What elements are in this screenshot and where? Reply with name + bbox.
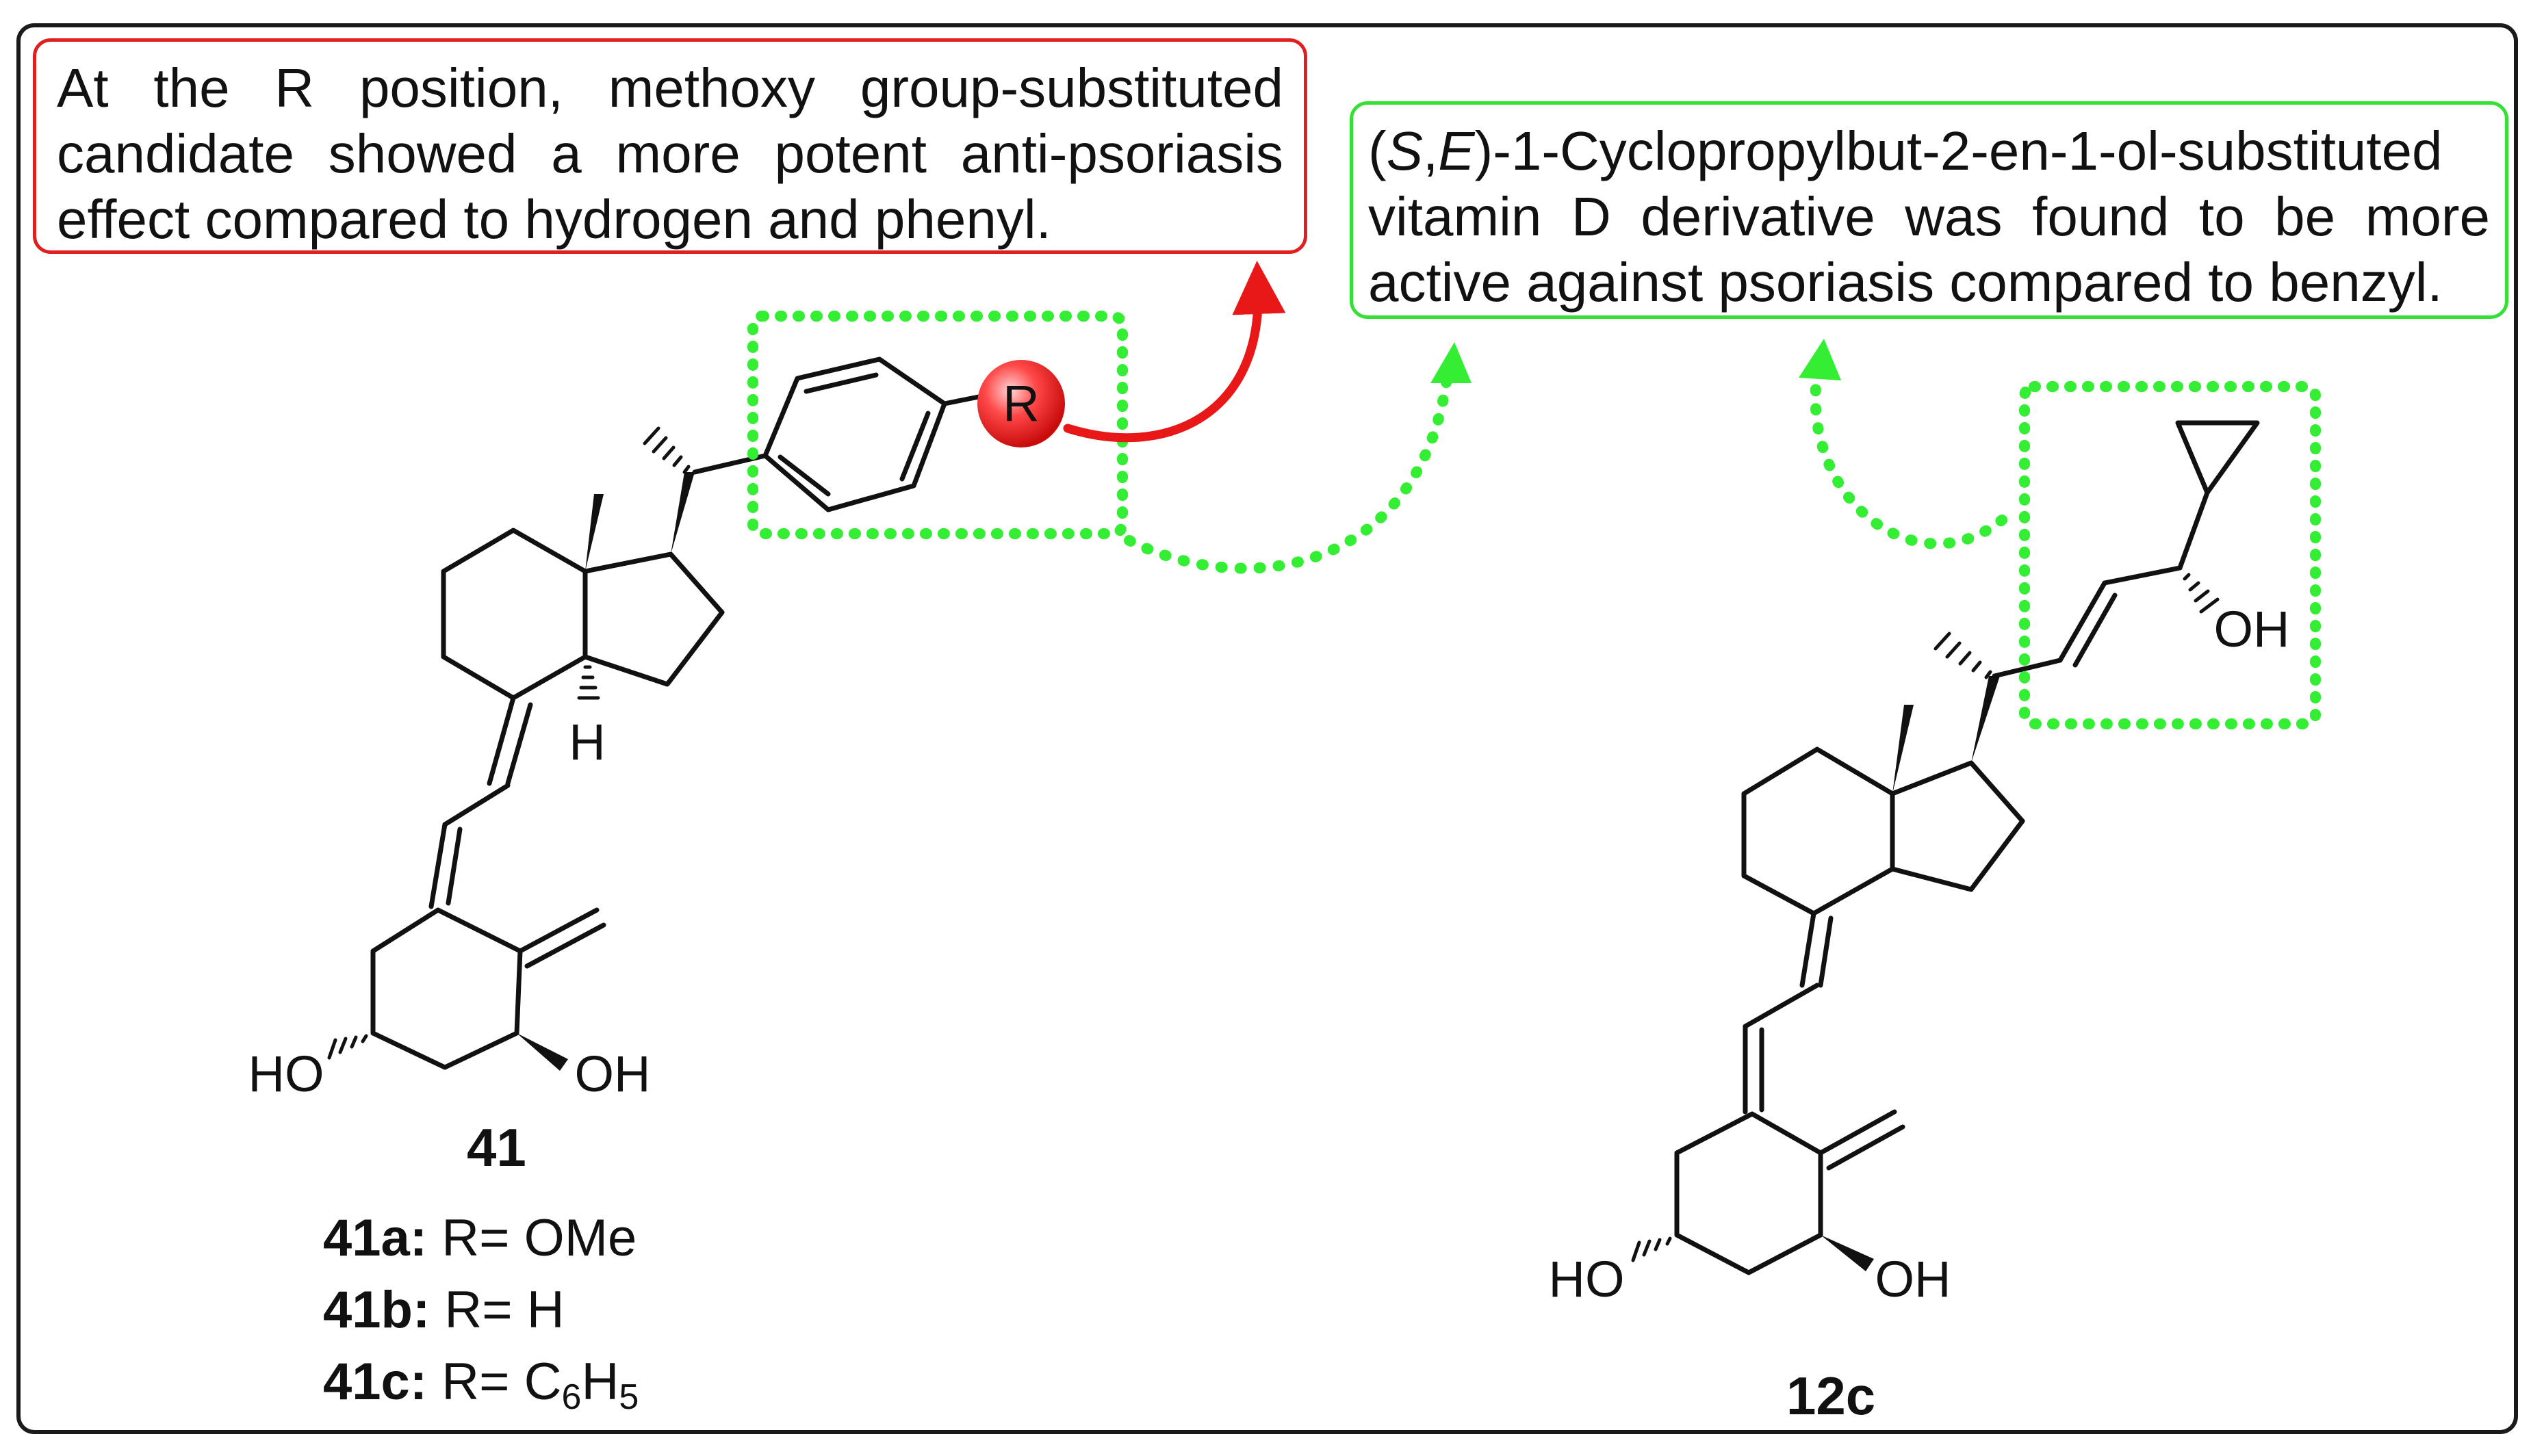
bond-to-carbinol <box>2102 565 2183 586</box>
bond-to-r-41 <box>942 394 981 406</box>
diene-bond-1-double-12c <box>1818 915 1834 988</box>
diene-bond-2-12c <box>1743 983 1820 1029</box>
methyl-wedge-41 <box>585 494 604 571</box>
stereo-e: E <box>1438 120 1475 181</box>
exo-methylene-41 <box>517 907 600 954</box>
callout-cyclopropyl-finding: (S,E)-1-Cyclopropylbut-2-en-1-ol-substit… <box>1350 101 2508 319</box>
ring-c-41 <box>441 528 588 701</box>
variant-41a-text: R= OMe <box>441 1209 637 1267</box>
variant-41a-code: 41a: <box>323 1209 428 1267</box>
red-arrow-to-callout <box>1063 261 1286 443</box>
ring-a-41 <box>370 907 523 1070</box>
bond-to-cyclopropyl <box>2177 490 2210 571</box>
hashed-h-41 <box>577 665 600 700</box>
variant-41c-h: H <box>581 1353 619 1411</box>
bond-c20-c22 <box>1992 658 2063 679</box>
oh-label-41: OH <box>575 1045 651 1102</box>
phenyl-double-3 <box>778 454 831 497</box>
callout-green-line-2: vitamin D derivative was found to be mor… <box>1368 186 2490 247</box>
side-chain-wedge-41 <box>671 472 695 554</box>
variant-41b: 41b: R= H <box>323 1283 565 1338</box>
exo-methylene-12c <box>1818 1109 1897 1156</box>
green-dotted-arrow-12c <box>1810 367 2007 549</box>
ho-label-41: HO <box>248 1045 324 1102</box>
callout-methoxy-finding: At the R position, methoxy group-substit… <box>33 38 1307 254</box>
diene-bond-3 <box>428 822 448 909</box>
callout-red-line-1: At the R position, methoxy group-substit… <box>57 57 1283 118</box>
ho-hashed-12c <box>1631 1236 1672 1262</box>
side-chain-wedge-12c <box>1971 676 2000 763</box>
ring-a-12c <box>1674 1111 1823 1275</box>
highlight-box-cyclopropyl <box>2019 381 2321 729</box>
variant-41c-code: 41c: <box>323 1353 428 1411</box>
exo-methylene-41-double <box>524 922 606 969</box>
oh-wedge-12c <box>1821 1235 1874 1271</box>
ring-c-12c <box>1741 746 1895 916</box>
methyl-wedge-12c <box>1892 705 1914 794</box>
green-arrowhead-12c <box>1799 339 1841 380</box>
phenyl-double-1 <box>804 372 879 394</box>
variant-41c: 41c: R= C6H5 <box>323 1353 639 1416</box>
diene-bond-2 <box>442 783 511 827</box>
callout-green-line-1-tail: -1-Cyclopropylbut-2-en-1-ol-substituted <box>1493 120 2443 181</box>
highlight-box-phenyl <box>747 311 1128 539</box>
compound-12c-structure <box>1631 420 2260 1275</box>
ring-d-12c <box>1890 760 2025 892</box>
stereo-s: S <box>1386 120 1423 181</box>
diene-bond-3-double <box>446 827 463 906</box>
compound-41-structure <box>327 356 981 1071</box>
ho-label-12c: HO <box>1549 1251 1625 1308</box>
r-label: R <box>1003 375 1039 432</box>
callout-red-line-2: candidate showed a more potent anti-psor… <box>57 123 1283 184</box>
oh-label-12c: OH <box>1875 1251 1951 1308</box>
variant-41c-sub-5: 5 <box>619 1377 639 1417</box>
diene-bond-1-12c <box>1799 911 1816 988</box>
callout-green-line-3: active against psoriasis compared to ben… <box>1368 252 2443 313</box>
phenyl-double-2 <box>899 411 931 482</box>
diene-bond-1-double <box>505 702 533 786</box>
alkene-bond-double <box>2072 593 2118 668</box>
figure-frame <box>16 23 2518 1434</box>
green-arrowhead-41 <box>1430 342 1472 383</box>
h-label-41: H <box>569 714 605 770</box>
compound-label-41: 41 <box>467 1117 526 1178</box>
variant-41a: 41a: R= OMe <box>323 1211 637 1266</box>
diene-bond-1 <box>487 695 516 786</box>
callout-green-line-1: (S,E)-1-Cyclopropylbut-2-en-1-ol-substit… <box>1368 120 2443 181</box>
variant-41c-text: R= C <box>441 1353 562 1411</box>
alkene-bond <box>2057 580 2107 663</box>
ring-d-41 <box>582 551 725 687</box>
hashed-methyl-12c <box>1933 632 1992 679</box>
hashed-oh-12c <box>2183 573 2220 614</box>
compound-label-12c: 12c <box>1786 1366 1876 1426</box>
ho-hashed-41 <box>327 1034 368 1060</box>
r-substituent-ball <box>977 360 1065 447</box>
green-dotted-arrow-41 <box>1124 367 1453 574</box>
oh-wedge-41 <box>517 1033 568 1071</box>
oh-side-chain-label-12c: OH <box>2214 601 2290 658</box>
variant-41b-text: R= H <box>444 1281 565 1339</box>
variant-41b-code: 41b: <box>323 1281 431 1339</box>
cyclopropyl-ring <box>2175 420 2260 495</box>
variant-41c-sub-6: 6 <box>561 1377 582 1417</box>
exo-methylene-12c-double <box>1826 1124 1905 1171</box>
callout-red-line-3: effect compared to hydrogen and phenyl. <box>57 189 1051 250</box>
hashed-methyl-41 <box>643 426 691 474</box>
